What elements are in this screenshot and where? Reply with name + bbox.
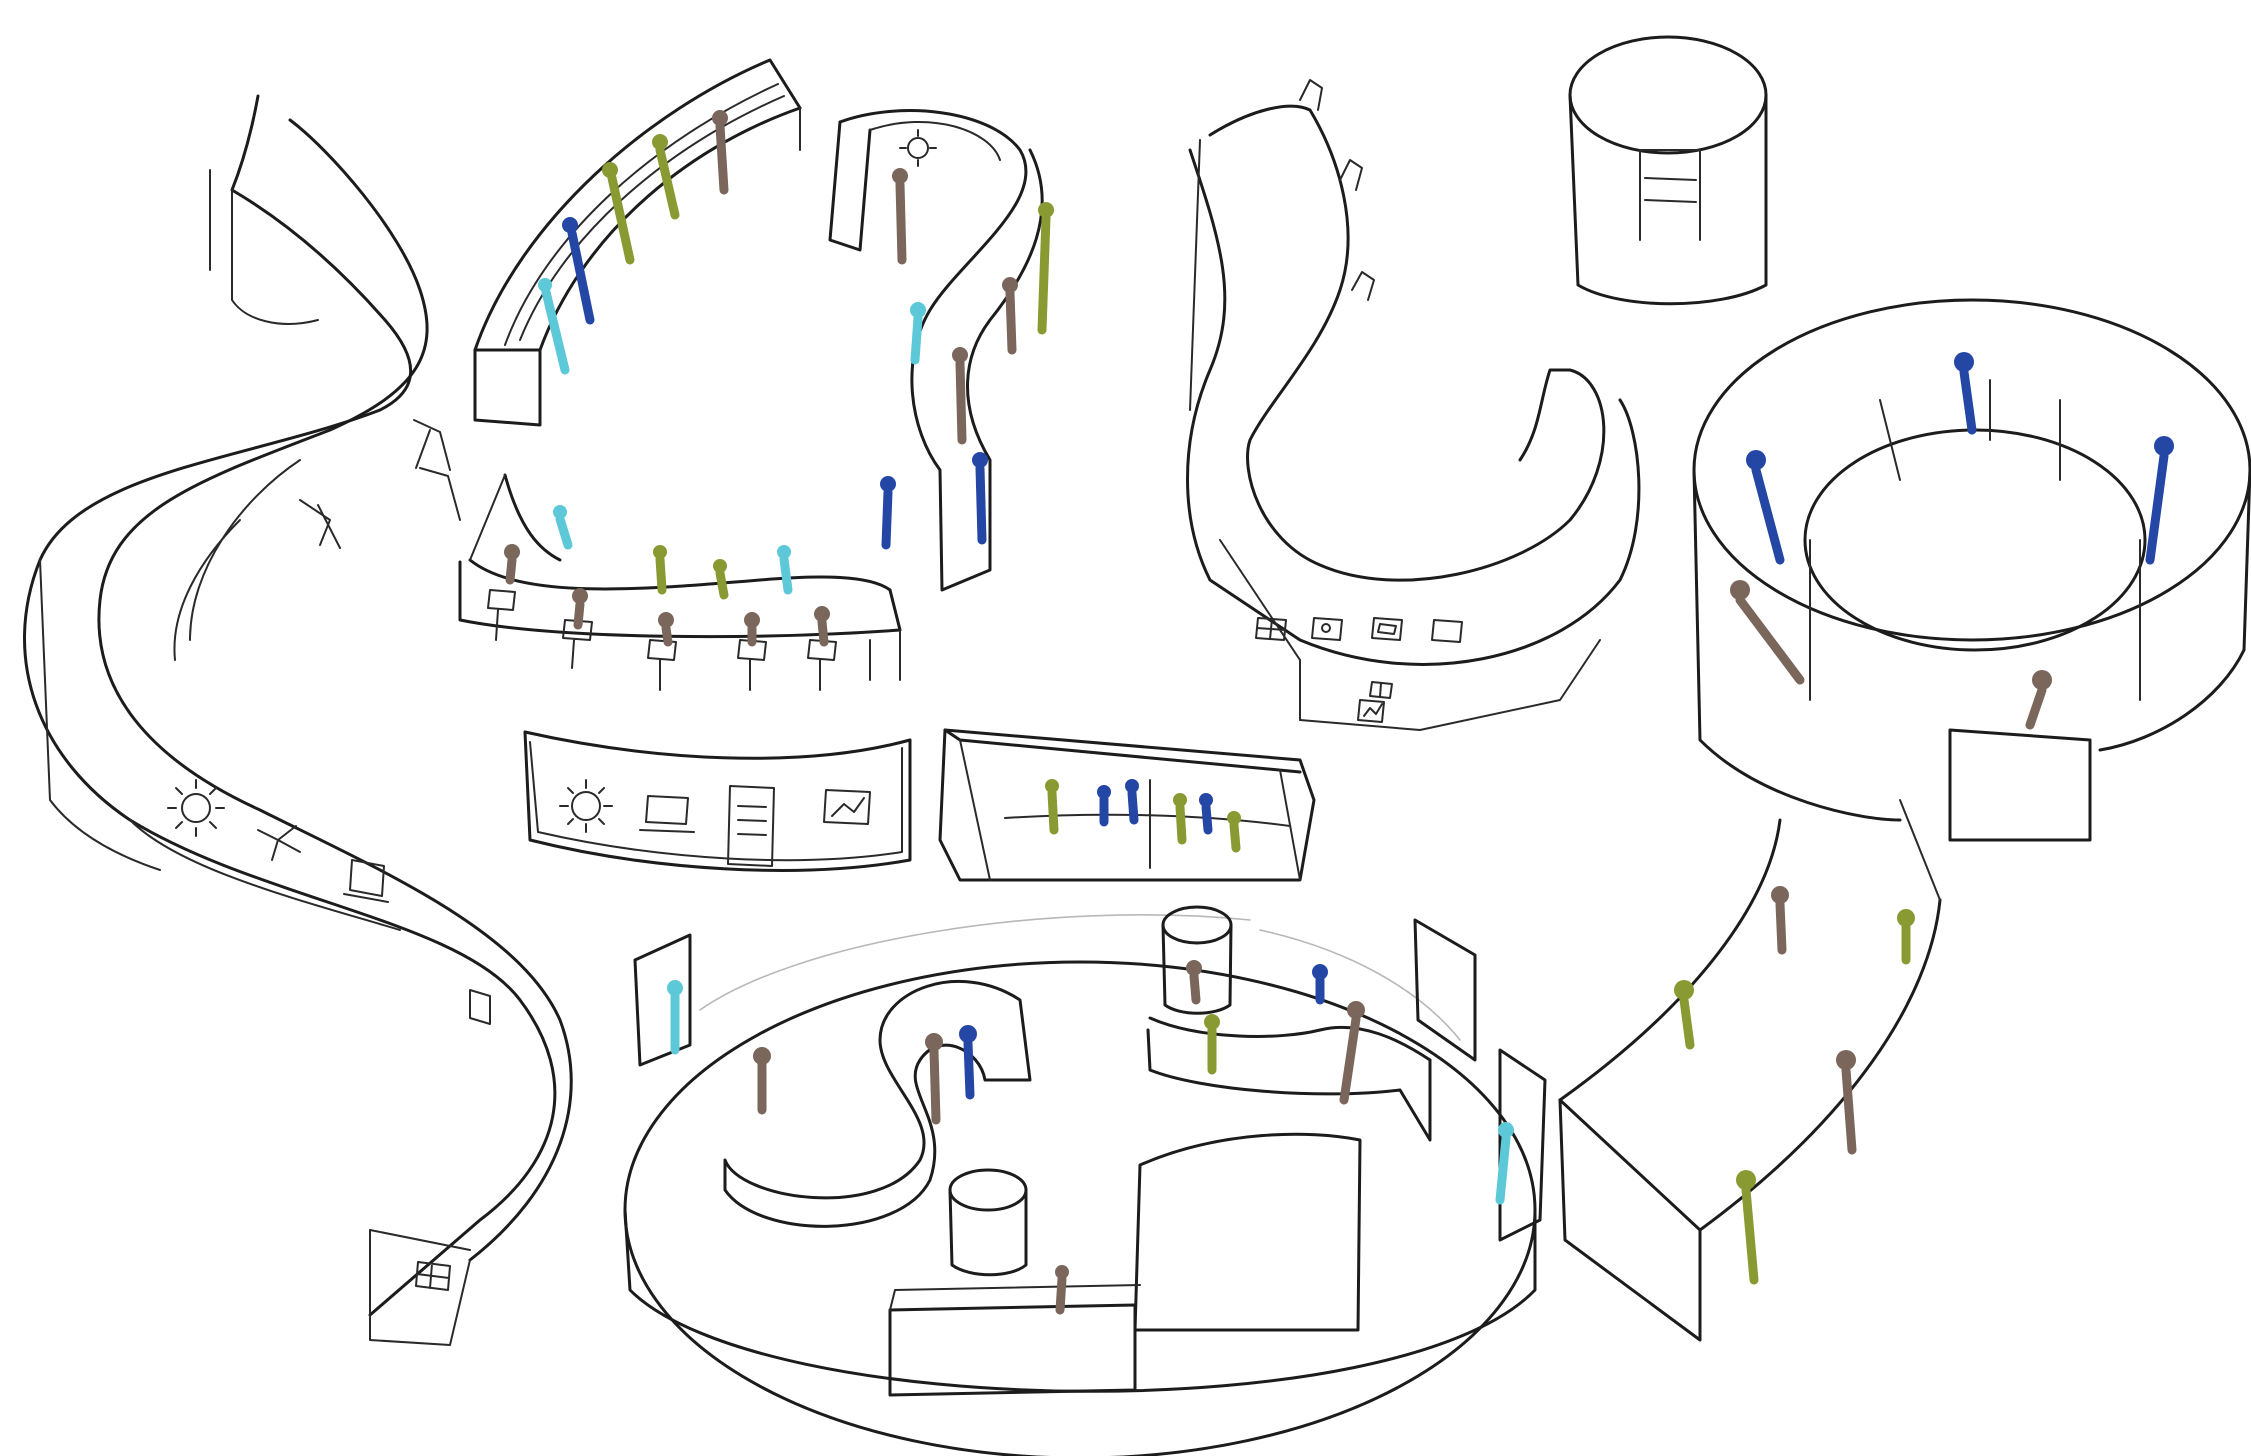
person-figure xyxy=(972,452,988,545)
person-figure xyxy=(777,545,793,595)
laptop-icon xyxy=(343,859,389,903)
visitor-figures xyxy=(504,110,2174,1315)
person-figure xyxy=(910,302,926,365)
person-figure xyxy=(2025,670,2052,730)
person-figure xyxy=(1339,1001,1365,1105)
person-figure xyxy=(952,347,968,445)
person-figure xyxy=(1746,450,1785,565)
person-figure xyxy=(1204,1014,1220,1075)
person-figure xyxy=(1771,886,1789,955)
person-figure xyxy=(1002,277,1018,355)
frame-icon xyxy=(1371,617,1403,641)
person-figure xyxy=(2145,436,2174,565)
person-figure xyxy=(562,217,595,325)
person-figure xyxy=(572,588,588,630)
person-figure xyxy=(1097,785,1111,827)
wall-lamp xyxy=(1339,159,1363,191)
person-figure xyxy=(1186,960,1202,1005)
stool xyxy=(419,467,461,521)
wall-lamp xyxy=(1351,271,1375,301)
curved-desk-row xyxy=(458,473,902,691)
person-figure xyxy=(880,476,896,550)
icons-row xyxy=(1255,617,1463,723)
person-figure xyxy=(1173,793,1187,845)
person-figure xyxy=(653,545,667,595)
person-figure xyxy=(1045,779,1059,835)
gear-icon xyxy=(899,129,937,167)
frame-icon xyxy=(469,989,491,1025)
person-figure xyxy=(538,278,570,375)
person-figure xyxy=(1312,964,1328,1005)
serpentine-wall xyxy=(23,94,573,1346)
person-figure xyxy=(1037,202,1054,335)
s-shaped-display-wall xyxy=(1186,79,1641,731)
person-figure xyxy=(814,606,830,647)
person-figure xyxy=(1736,1170,1759,1285)
person-figure xyxy=(1836,1050,1857,1155)
person-figure xyxy=(602,162,635,265)
person-figure xyxy=(667,980,683,1055)
person-figure xyxy=(1897,909,1915,965)
photo-icon xyxy=(1311,617,1343,641)
grid-icon xyxy=(1369,681,1393,699)
laptop-icon xyxy=(639,795,695,833)
stool xyxy=(413,419,451,471)
person-figure xyxy=(1730,580,1805,685)
s-curve-bench xyxy=(828,109,1044,592)
desk-chairs xyxy=(487,589,837,691)
person-figure xyxy=(1674,980,1695,1050)
person-figure xyxy=(1954,352,1977,435)
circular-ring-exhibit xyxy=(1558,298,2251,1342)
person-figure xyxy=(1495,1122,1514,1205)
person-figure xyxy=(1125,779,1139,825)
person-figure xyxy=(1055,1265,1069,1315)
person-figure xyxy=(712,110,729,195)
document-icon xyxy=(727,785,775,867)
person-figure xyxy=(753,1047,771,1115)
person-figure xyxy=(652,134,680,220)
gear-icon xyxy=(167,779,225,837)
person-figure xyxy=(892,168,908,265)
frame-icon xyxy=(1431,619,1463,643)
display-panel-wall xyxy=(523,730,912,872)
person-figure xyxy=(553,505,573,550)
gear-icon xyxy=(559,779,613,833)
grid-icon xyxy=(415,1261,451,1291)
person-figure xyxy=(925,1033,943,1125)
stool xyxy=(299,499,341,549)
person-figure xyxy=(713,559,729,600)
oval-exhibit-floor xyxy=(623,905,1547,1456)
person-figure xyxy=(658,612,674,647)
person-figure xyxy=(504,544,520,585)
person-figure xyxy=(959,1025,977,1100)
bar-counter xyxy=(938,728,1316,882)
network-icon xyxy=(257,825,301,861)
grid-icon xyxy=(1255,617,1287,641)
person-figure xyxy=(1199,793,1213,835)
cylinder-pod xyxy=(1568,35,1768,306)
person-figure xyxy=(1227,811,1241,853)
chart-icon xyxy=(1357,699,1385,723)
person-figure xyxy=(744,612,760,647)
wall-lamp xyxy=(1299,79,1323,111)
chart-icon xyxy=(823,789,871,825)
amphitheater-seating xyxy=(473,58,802,427)
